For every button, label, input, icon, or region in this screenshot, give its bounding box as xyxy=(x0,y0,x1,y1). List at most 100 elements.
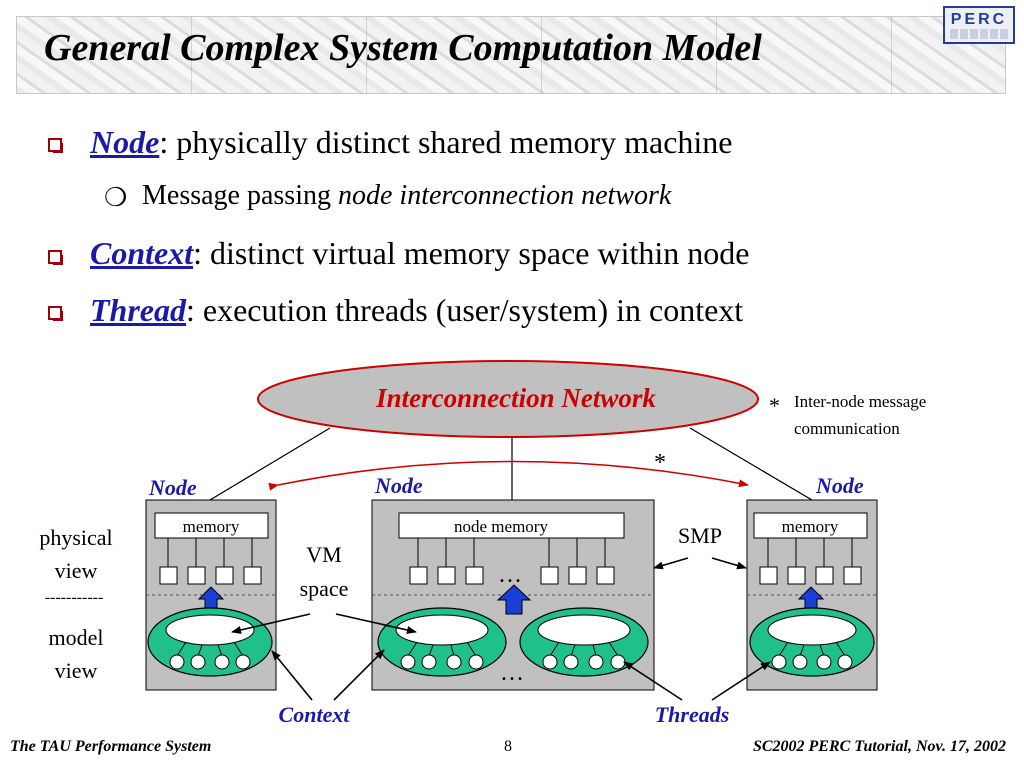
context-address-space xyxy=(395,614,489,646)
context-address-space xyxy=(767,614,857,646)
context-address-space xyxy=(537,614,631,646)
processor xyxy=(540,566,559,585)
node-label-right: Node xyxy=(815,473,864,498)
thread-circle xyxy=(214,654,230,670)
node-center-memory xyxy=(398,512,625,539)
perc-logo: PERC xyxy=(943,6,1015,44)
note-line-1: Inter-node message xyxy=(794,392,926,411)
bullet-node-keyword: Node xyxy=(90,124,160,160)
smp-arrow-left xyxy=(653,557,689,570)
sub-bullet-text: Message passing xyxy=(142,180,338,211)
title-bar xyxy=(16,16,1006,94)
slide-title: General Complex System Computation Model xyxy=(44,27,762,69)
bullet-node-text: : physically distinct shared memory mach… xyxy=(159,124,733,160)
node-right-memory xyxy=(753,512,868,539)
threads-label: Threads xyxy=(655,702,730,727)
thread-circle xyxy=(837,654,853,670)
context-arrow-left xyxy=(271,650,313,701)
node-center-memory-label: node memory xyxy=(454,517,548,536)
note-star: * xyxy=(769,393,780,418)
node-center: node memory … … xyxy=(371,499,655,691)
mapping-arrow-icon xyxy=(496,584,532,615)
context-label: Context xyxy=(279,702,351,727)
processor xyxy=(465,566,484,585)
footer-left: The TAU Performance System xyxy=(10,738,212,755)
processor xyxy=(815,566,834,585)
bullet-context: Context: distinct virtual memory space w… xyxy=(90,235,749,272)
arc-star: * xyxy=(654,450,666,476)
network-link-right xyxy=(689,427,813,501)
logo-text: PERC xyxy=(950,11,1008,28)
thread-circle xyxy=(421,654,437,670)
smp-arrow-right xyxy=(711,557,747,570)
node-label-center: Node xyxy=(374,473,423,498)
processor xyxy=(409,566,428,585)
threads-arrow-left xyxy=(623,661,683,701)
processor xyxy=(215,566,234,585)
bullet-square-icon xyxy=(48,250,63,265)
vm-arrow-left xyxy=(231,613,311,634)
sub-bullet-circle-icon: ❍ xyxy=(104,183,128,212)
thread-circle xyxy=(792,654,808,670)
view-divider: ----------- xyxy=(45,589,104,606)
logo-grid xyxy=(950,29,1008,39)
bullet-thread: Thread: execution threads (user/system) … xyxy=(90,292,743,329)
processor xyxy=(759,566,778,585)
thread-circle xyxy=(400,654,416,670)
footer-right: SC2002 PERC Tutorial, Nov. 17, 2002 xyxy=(752,738,1006,755)
thread-circle xyxy=(563,654,579,670)
processor xyxy=(787,566,806,585)
node-right: memory xyxy=(746,499,878,691)
vm-arrow-right xyxy=(335,613,417,634)
bullet-square-icon xyxy=(48,306,63,321)
note-line-2: communication xyxy=(794,419,900,438)
thread-circle xyxy=(610,654,626,670)
node-right-memory-label: memory xyxy=(782,517,839,536)
vm-label-line-1: VM xyxy=(306,542,341,567)
network-link-left xyxy=(209,427,331,501)
node-label-left: Node xyxy=(148,475,197,500)
thread-circle xyxy=(190,654,206,670)
thread-circle xyxy=(771,654,787,670)
bullet-thread-keyword: Thread xyxy=(90,292,186,328)
bullet-node: Node: physically distinct shared memory … xyxy=(90,124,733,161)
network-label: Interconnection Network xyxy=(375,383,656,413)
node-left: memory xyxy=(145,499,277,691)
inter-node-message-arrow xyxy=(268,460,749,491)
thread-circle xyxy=(446,654,462,670)
interconnection-network xyxy=(257,360,759,438)
processor xyxy=(568,566,587,585)
smp-label: SMP xyxy=(678,523,722,548)
thread-circle xyxy=(816,654,832,670)
thread-circle xyxy=(468,654,484,670)
threads-arrow-right xyxy=(711,661,771,701)
node-left-memory xyxy=(154,512,269,539)
thread-circle xyxy=(235,654,251,670)
node-left-memory-label: memory xyxy=(183,517,240,536)
physical-view-line-2: view xyxy=(55,558,98,583)
sub-bullet-message-passing: Message passing node interconnection net… xyxy=(142,180,671,212)
context-address-space xyxy=(165,614,255,646)
model-view-line-1: model xyxy=(49,625,104,650)
context-ellipsis: … xyxy=(500,660,524,686)
processor-ellipsis: … xyxy=(498,562,522,588)
thread-circle xyxy=(588,654,604,670)
vm-label-line-2: space xyxy=(300,576,349,601)
physical-view-line-1: physical xyxy=(39,525,112,550)
processor xyxy=(187,566,206,585)
model-view-line-2: view xyxy=(55,658,98,683)
bullet-context-keyword: Context xyxy=(90,235,194,271)
bullet-context-text: : distinct virtual memory space within n… xyxy=(193,235,750,271)
sub-bullet-italic: node interconnection network xyxy=(337,180,672,211)
bullet-thread-text: : execution threads (user/system) in con… xyxy=(186,292,744,328)
thread-circle xyxy=(542,654,558,670)
thread-circle xyxy=(169,654,185,670)
processor xyxy=(159,566,178,585)
processor xyxy=(596,566,615,585)
processor xyxy=(843,566,862,585)
context-arrow-right xyxy=(333,649,385,701)
processor xyxy=(243,566,262,585)
footer-page-number: 8 xyxy=(504,738,512,755)
processor xyxy=(437,566,456,585)
